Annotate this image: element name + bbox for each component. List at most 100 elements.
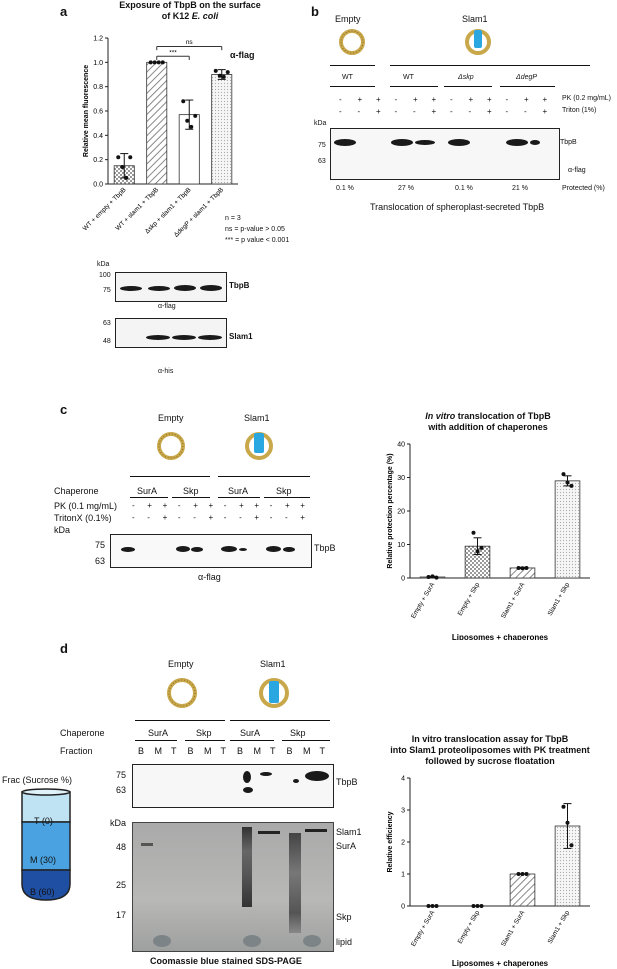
panel-c-chap-4: Skp [276,486,292,496]
data-point [156,60,161,65]
band [174,285,196,291]
category-label: Slam1 + Skp [547,909,572,945]
gel-band [141,843,153,846]
stats-ns: ns = p-value > 0.05 [225,226,285,233]
panel-b-group-4: ΔdegP [516,74,538,81]
band [293,779,299,783]
panel-b-label: b [311,4,319,19]
gel-band [305,829,327,832]
sign-cell: B [187,746,194,756]
sign-cell: - [339,107,342,116]
y-tick-label: 1 [401,872,405,879]
category-label: Slam1 + SurA [500,909,527,948]
data-point [430,574,435,579]
band [148,286,170,291]
rule [218,476,310,477]
y-tick-label: 4 [401,776,405,783]
blot-a1-marker-100: 100 [99,272,111,279]
y-axis-label: Relative protection percentage (%) [387,453,394,568]
panel-c-label: c [60,402,68,417]
sign-cell: + [162,513,168,522]
sign-cell: - [505,95,509,104]
panel-b-pk-label: PK (0.2 mg/mL) [562,95,612,102]
data-point [516,872,521,876]
data-point [471,530,476,535]
panel-b-lipo-empty: Empty [335,14,361,24]
sign-cell: - [177,501,181,510]
sign-cell: M [204,746,212,756]
band [530,140,540,145]
chart-c-title-italic: In vitro [425,411,456,421]
sign-cell: - [269,501,273,510]
sign-cell: + [193,501,198,510]
data-point [569,483,574,488]
panel-b-group-3: Δskp [458,74,474,81]
panel-c-pk-label: PK (0.1 mg/mL) [54,501,118,511]
gel-label-slam1: Slam1 [336,827,362,837]
band [120,286,142,291]
band [506,139,528,146]
tube-level-m: M (30) [30,855,57,865]
sign-cell: B [286,746,293,756]
panel-c-antibody: α-flag [198,572,221,582]
band [200,285,222,291]
data-point [221,74,226,79]
panel-d-gel-caption: Coomassie blue stained SDS-PAGE [150,956,302,966]
data-point [124,175,129,180]
panel-c-kda: kDa [54,525,71,535]
band [239,548,247,551]
blot-a1-kda: kDa [97,261,110,268]
panel-b-group-1: WT [342,74,353,81]
band [221,546,237,552]
sign-cell: + [208,501,214,510]
data-point [217,73,222,78]
blot-a1-antibody: α-flag [158,303,176,310]
lipid-smear [153,935,171,947]
data-point [116,155,121,160]
rule [330,65,375,66]
protected-4: 21 % [512,185,528,192]
panel-d-blot [132,764,334,808]
rule [172,497,210,498]
category-label: Empty + SurA [410,909,437,948]
panel-d-fraction-label: Fraction [60,746,93,756]
panel-d-marker-75: 75 [116,770,127,780]
sign-cell: + [431,107,437,116]
category-label: Empty + Skp [457,581,482,617]
panel-b-kda: kDa [314,120,327,127]
blot-a1-marker-75: 75 [103,287,111,294]
rule [130,497,168,498]
panel-c-lipo-slam1: Slam1 [244,413,270,423]
sign-cell: - [450,95,453,104]
sign-cell: - [177,513,181,522]
sign-cell: + [431,95,437,104]
panel-d-chap-4: Skp [290,728,306,738]
y-tick-label: 1.0 [93,60,103,67]
category-label: Empty + SurA [410,581,437,620]
y-tick-label: 40 [397,442,405,449]
protected-2: 27 % [398,185,414,192]
panel-d-lipo-slam1: Slam1 [260,659,286,669]
panel-d-label: d [60,641,68,656]
panel-c-chaperone-label: Chaperone [54,486,99,496]
category-label: Slam1 + Skp [547,581,572,617]
data-point [213,68,218,73]
panel-b-marker-63: 63 [318,158,326,165]
sign-cell: - [357,107,361,116]
y-tick-label: 2 [401,840,405,847]
liposome-slam1-icon [465,29,491,55]
panel-a-title: Exposure of TbpB on the surface of K12 E… [90,0,290,22]
panel-c-marker-63: 63 [95,556,106,566]
sign-cell: - [468,107,472,116]
panel-b-triton-label: Triton (1%) [562,107,597,114]
blot-a1-band-label: TbpB [229,281,250,290]
rule [500,86,555,87]
rule [330,86,375,87]
rule [390,86,438,87]
sign-cell: + [357,95,363,104]
sucrose-tube-icon [21,788,71,901]
sign-cell: + [300,501,305,510]
blot-a2-marker-48: 48 [103,338,111,345]
